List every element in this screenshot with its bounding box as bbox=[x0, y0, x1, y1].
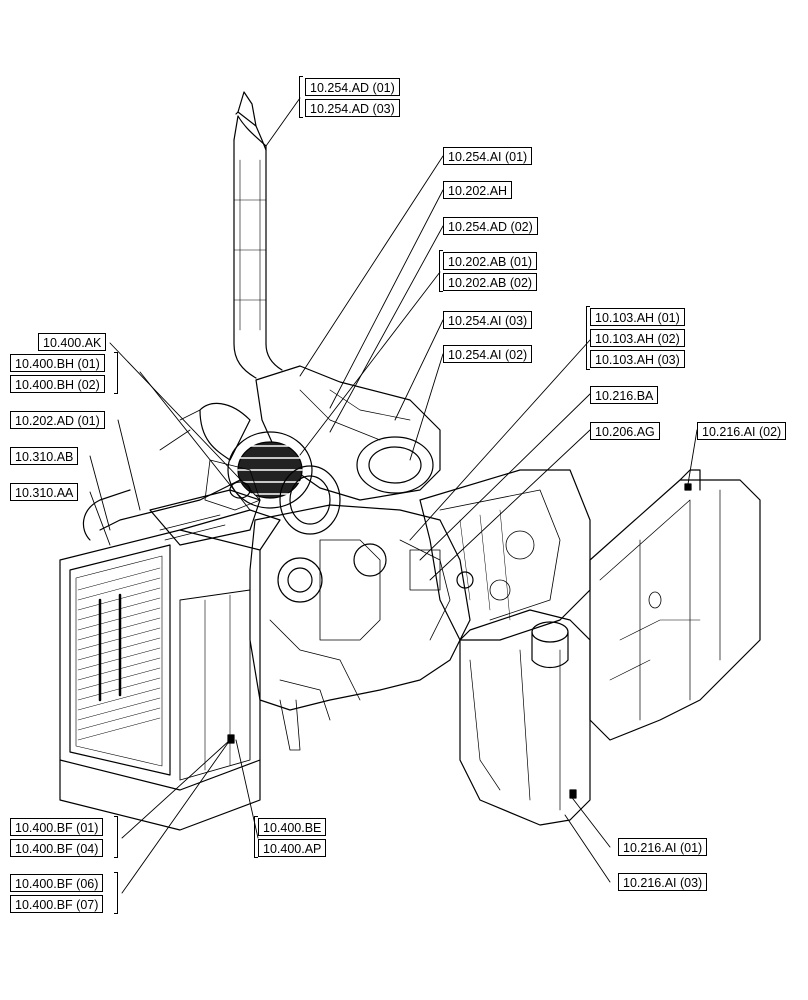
engine-block bbox=[249, 504, 474, 751]
part-label: 10.216.AI (02) bbox=[697, 422, 787, 440]
part-label: 10.254.AI (03) bbox=[443, 311, 533, 329]
part-label: 10.202.AB (02) bbox=[443, 273, 538, 291]
exhaust-stack bbox=[233, 91, 283, 379]
part-label: 10.400.BF (04) bbox=[10, 839, 104, 857]
part-label: 10.254.AI (02) bbox=[443, 345, 533, 363]
part-label: 10.400.AP bbox=[258, 839, 327, 857]
cooling-package bbox=[59, 459, 281, 831]
part-label: 10.400.BF (06) bbox=[10, 874, 104, 892]
transmission bbox=[419, 469, 591, 641]
label-bracket bbox=[114, 352, 118, 394]
part-label: 10.206.AG bbox=[590, 422, 660, 440]
part-label: 10.202.AH bbox=[443, 181, 513, 199]
part-label: 10.216.AI (01) bbox=[618, 838, 708, 856]
fuel-tank-front bbox=[459, 609, 591, 826]
part-label: 10.400.BH (01) bbox=[10, 354, 105, 372]
label-bracket bbox=[114, 816, 118, 858]
part-label: 10.400.BE bbox=[258, 818, 327, 836]
part-label: 10.216.AI (03) bbox=[618, 873, 708, 891]
part-label: 10.202.AB (01) bbox=[443, 252, 538, 270]
part-label: 10.103.AH (01) bbox=[590, 308, 685, 326]
label-bracket bbox=[299, 76, 303, 118]
part-label: 10.254.AD (02) bbox=[443, 217, 538, 235]
part-label: 10.254.AD (01) bbox=[305, 78, 400, 96]
part-label: 10.103.AH (03) bbox=[590, 350, 685, 368]
part-label: 10.103.AH (02) bbox=[590, 329, 685, 347]
label-bracket bbox=[114, 872, 118, 914]
part-label: 10.400.BF (07) bbox=[10, 895, 104, 913]
label-bracket bbox=[586, 306, 590, 370]
fuel-tank-side bbox=[589, 469, 761, 741]
leader-lines bbox=[89, 97, 698, 894]
part-label: 10.202.AD (01) bbox=[10, 411, 105, 429]
label-bracket bbox=[439, 250, 443, 292]
part-label: 10.400.BH (02) bbox=[10, 375, 105, 393]
part-label: 10.400.AK bbox=[38, 333, 107, 351]
label-bracket bbox=[254, 816, 258, 858]
air-cleaner bbox=[159, 402, 341, 535]
part-label: 10.310.AB bbox=[10, 447, 79, 465]
part-label: 10.310.AA bbox=[10, 483, 79, 501]
part-label: 10.400.BF (01) bbox=[10, 818, 104, 836]
part-label: 10.254.AI (01) bbox=[443, 147, 533, 165]
part-label: 10.216.BA bbox=[590, 386, 659, 404]
part-label: 10.254.AD (03) bbox=[305, 99, 400, 117]
